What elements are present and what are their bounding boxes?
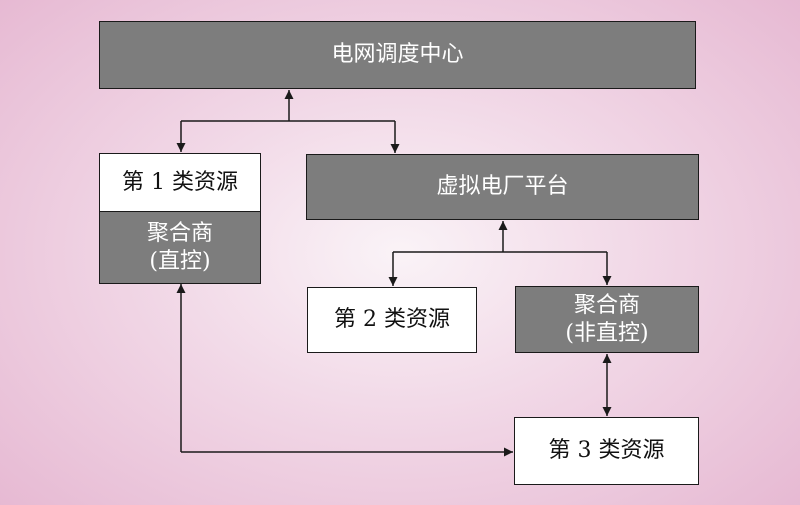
class1-aggregator-box: 第 1 类资源 聚合商 (直控) [99, 153, 261, 284]
class3-resource-label: 第 3 类资源 [548, 438, 665, 464]
vpp-platform-label: 虚拟电厂平台 [436, 174, 569, 200]
vpp-platform-box: 虚拟电厂平台 [306, 154, 699, 220]
class1-resource-box: 第 1 类资源 [100, 154, 260, 212]
aggregator-indirect-label: 聚合商 [573, 293, 640, 318]
class3-resource-box: 第 3 类资源 [514, 417, 699, 485]
class1-resource-label: 第 1 类资源 [122, 169, 238, 195]
aggregator-direct-box: 聚合商 (直控) [100, 212, 260, 283]
dispatch-center-box: 电网调度中心 [99, 21, 696, 89]
aggregator-direct-label: 聚合商 [146, 221, 213, 246]
dispatch-center-label: 电网调度中心 [331, 42, 464, 68]
aggregator-indirect-box: 聚合商 (非直控) [515, 286, 699, 353]
aggregator-indirect-sublabel: (非直控) [565, 320, 649, 346]
class2-resource-box: 第 2 类资源 [307, 287, 477, 353]
aggregator-direct-sublabel: (直控) [149, 248, 211, 274]
class2-resource-label: 第 2 类资源 [334, 307, 450, 333]
